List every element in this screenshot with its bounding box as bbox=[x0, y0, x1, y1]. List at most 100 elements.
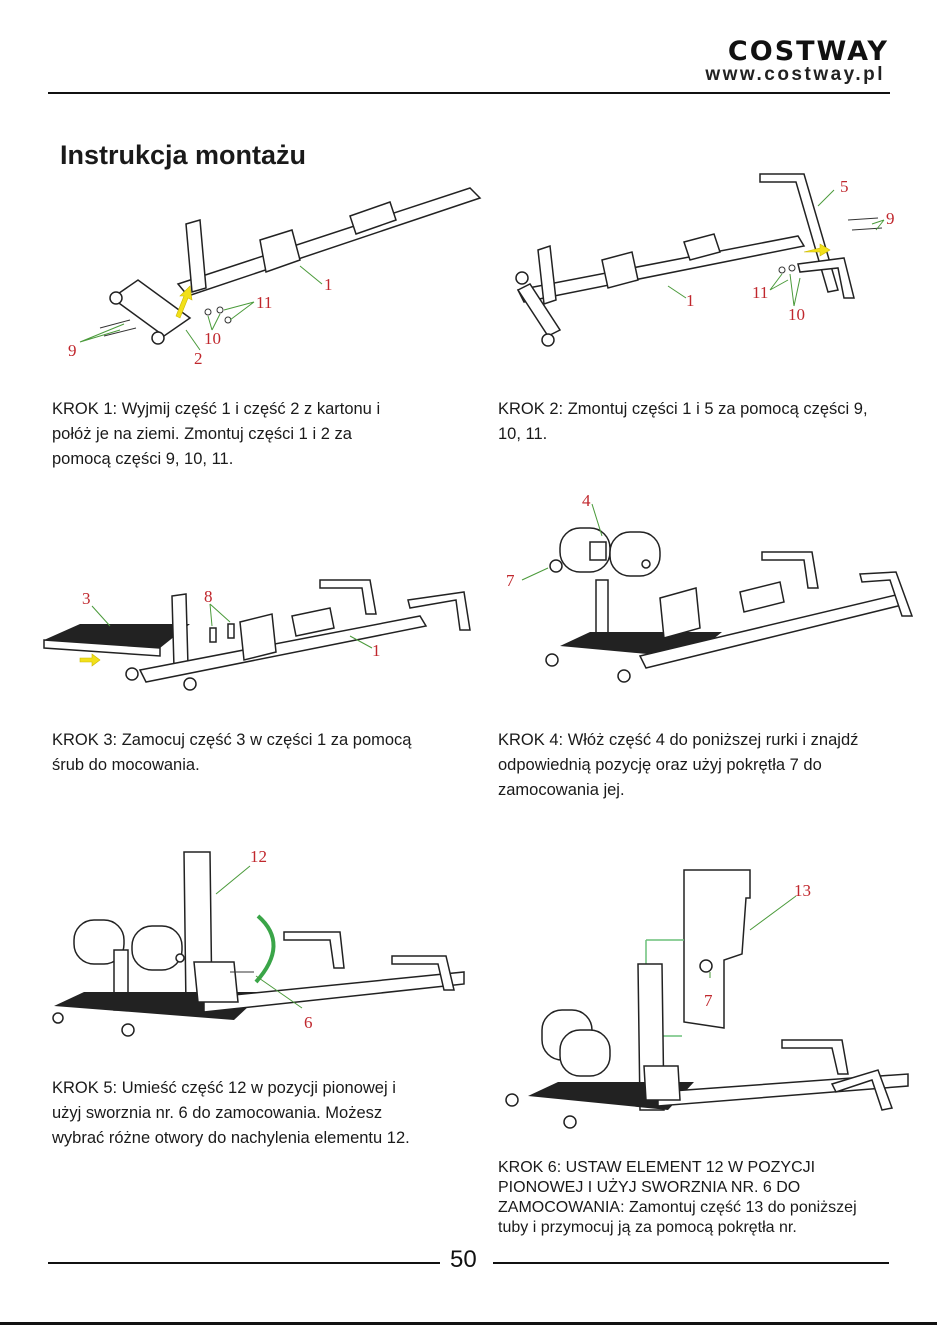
callout-label: 10 bbox=[204, 329, 221, 348]
step-5-diagram: 12 6 bbox=[52, 847, 465, 1037]
step-3-line: KROK 3: Zamocuj część 3 w części 1 za po… bbox=[52, 731, 412, 749]
washer-icon bbox=[788, 264, 796, 272]
callout-label: 10 bbox=[788, 305, 805, 324]
washer-icon bbox=[204, 308, 212, 316]
rear-foot bbox=[859, 571, 914, 617]
callout-label: 13 bbox=[794, 881, 811, 900]
wheel-icon bbox=[541, 333, 555, 347]
step-2-line: KROK 2: Zmontuj części 1 i 5 za pomocą c… bbox=[498, 400, 868, 418]
step-6-diagram: 13 7 bbox=[505, 869, 909, 1129]
callout-label: 11 bbox=[256, 293, 272, 312]
footplate-edge bbox=[43, 639, 161, 657]
adjust-sleeve bbox=[291, 607, 335, 637]
handle-bar bbox=[319, 579, 377, 615]
step-1-line: KROK 1: Wyjmij część 1 i część 2 z karto… bbox=[52, 400, 381, 418]
step-6-line: ZAMOCOWANIA: Zamontuj część 13 do poniżs… bbox=[498, 1199, 857, 1216]
part-5-frame bbox=[759, 173, 839, 293]
callout-label: 4 bbox=[582, 491, 591, 510]
assembly-arrow-icon bbox=[175, 285, 193, 319]
wheel-icon bbox=[125, 667, 139, 681]
frame-upright bbox=[171, 593, 189, 669]
roller-right bbox=[131, 925, 183, 971]
step-5-line: wybrać różne otwory do nachylenia elemen… bbox=[52, 1129, 410, 1147]
rear-foot bbox=[830, 1069, 894, 1111]
wheel-icon bbox=[151, 331, 165, 345]
callout-label: 3 bbox=[82, 589, 91, 608]
page-bottom-edge bbox=[0, 1322, 937, 1325]
step-6-line: tuby i przymocuj ją za pomocą pokrętła n… bbox=[498, 1219, 797, 1236]
leader-line bbox=[789, 273, 801, 307]
roller-right bbox=[559, 1029, 611, 1077]
step-5-line: KROK 5: Umieść część 12 w pozycji pionow… bbox=[52, 1079, 396, 1097]
rear-foot bbox=[407, 591, 471, 631]
frame-upright bbox=[185, 219, 207, 293]
leader-line bbox=[521, 567, 549, 581]
leader-line bbox=[871, 219, 885, 231]
leader-line bbox=[299, 265, 323, 285]
footer-divider-left bbox=[48, 1262, 440, 1264]
wheel-icon bbox=[109, 291, 123, 305]
step-4-instructions: KROK 4: Włóż część 4 do poniższej rurki … bbox=[498, 728, 908, 803]
wheel-icon bbox=[515, 271, 529, 285]
leader-line bbox=[91, 605, 111, 627]
nut-icon bbox=[224, 316, 232, 324]
part-1-frame bbox=[138, 615, 428, 683]
pad-bracket bbox=[193, 961, 239, 1003]
callout-label: 7 bbox=[704, 991, 713, 1010]
leader-line bbox=[215, 865, 251, 895]
part-1-frame bbox=[203, 971, 465, 1013]
roller-cap-icon bbox=[641, 559, 651, 569]
step-4-line: odpowiednią pozycję oraz użyj pokrętła 7… bbox=[498, 756, 822, 774]
step-3-line: śrub do mocowania. bbox=[52, 756, 200, 774]
leader-line bbox=[667, 285, 687, 299]
roller-hub bbox=[589, 541, 607, 561]
wheel-icon bbox=[121, 1023, 135, 1037]
rear-handle bbox=[391, 955, 455, 991]
roller-upright bbox=[595, 579, 609, 639]
front-foot bbox=[516, 283, 562, 337]
adjust-sleeve bbox=[683, 233, 721, 261]
step-5-instructions: KROK 5: Umieść część 12 w pozycji pionow… bbox=[52, 1076, 472, 1151]
roller-cap-icon bbox=[175, 953, 185, 963]
step-4-line: zamocowania jej. bbox=[498, 781, 625, 799]
step-1-diagram: 9 2 10 11 1 bbox=[68, 187, 482, 368]
callout-label: 11 bbox=[752, 283, 768, 302]
callout-label: 1 bbox=[324, 275, 333, 294]
step-6-line: PIONOWEJ I UŻYJ SWORZNIA NR. 6 DO bbox=[498, 1179, 801, 1196]
washer-icon bbox=[778, 266, 786, 274]
adjust-sleeve bbox=[349, 201, 397, 235]
step-3-diagram: 3 8 1 bbox=[43, 579, 471, 691]
brand-url: www.costway.pl bbox=[705, 64, 885, 85]
wheel-icon bbox=[52, 1012, 64, 1024]
pad-bracket bbox=[659, 587, 701, 639]
step-4-diagram: 4 7 bbox=[506, 491, 914, 683]
part-4-roller-right bbox=[609, 531, 661, 577]
step-1-line: połóż je na ziemi. Zmontuj części 1 i 2 … bbox=[52, 425, 352, 443]
assembly-arrow-icon bbox=[803, 243, 831, 257]
step-2-instructions: KROK 2: Zmontuj części 1 i 5 za pomocą c… bbox=[498, 397, 908, 447]
callout-label: 1 bbox=[372, 641, 381, 660]
handle-bar bbox=[781, 1039, 849, 1075]
leader-line bbox=[769, 273, 789, 291]
step-5-line: użyj sworznia nr. 6 do zamocowania. Może… bbox=[52, 1104, 383, 1122]
bolt-icon bbox=[103, 327, 137, 337]
pad-bracket bbox=[643, 1065, 681, 1101]
callout-label: 6 bbox=[304, 1013, 313, 1032]
callout-label: 5 bbox=[840, 177, 849, 196]
knob-icon bbox=[699, 959, 713, 973]
brand-logo: COSTWAY bbox=[727, 36, 889, 67]
page-number: 50 bbox=[450, 1246, 477, 1273]
part-5-foot bbox=[797, 257, 855, 299]
callout-label: 12 bbox=[250, 847, 267, 866]
step-2-line: 10, 11. bbox=[498, 425, 548, 443]
wheel-icon bbox=[563, 1115, 577, 1129]
bolt-icon bbox=[99, 319, 131, 329]
wheel-icon bbox=[505, 1093, 519, 1107]
roller-left bbox=[73, 919, 125, 965]
pad-bracket bbox=[601, 251, 639, 289]
leader-line bbox=[185, 329, 201, 351]
wheel-icon bbox=[617, 669, 631, 683]
step-6-instructions: KROK 6: USTAW ELEMENT 12 W POZYCJI PIONO… bbox=[498, 1158, 908, 1238]
part-13-backrest bbox=[683, 869, 751, 1029]
callout-label: 9 bbox=[886, 209, 895, 228]
